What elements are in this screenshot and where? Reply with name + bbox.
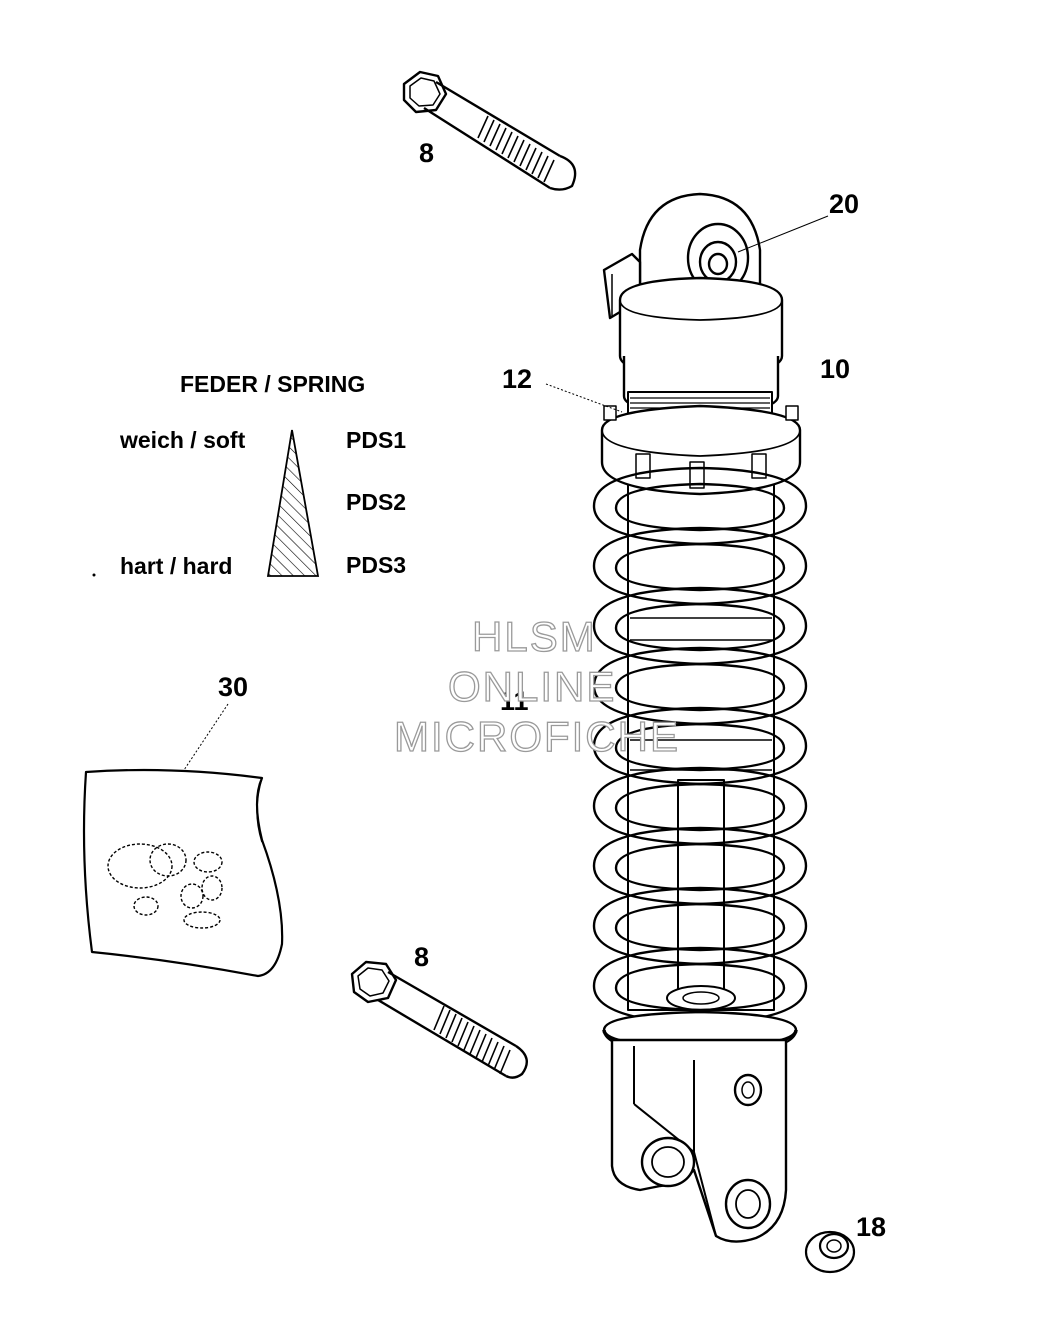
legend-title: FEDER / SPRING (180, 371, 366, 397)
spring-hardness-wedge (266, 429, 320, 577)
watermark-line-2: ONLINE (447, 663, 617, 710)
legend-grade-2: PDS2 (346, 489, 407, 515)
legend-grade-3: PDS3 (346, 552, 407, 578)
legend-hard-label: hart / hard (120, 553, 233, 579)
legend-soft-label: weich / soft (120, 427, 246, 453)
callout-bushing: 20 (829, 189, 860, 219)
callout-bolt-bottom: 8 (414, 942, 430, 972)
callout-adjuster-ring: 12 (502, 364, 533, 394)
sticker-part (82, 768, 284, 978)
callout-sticker: 30 (218, 672, 249, 702)
callout-bolt-top: 8 (419, 138, 435, 168)
bolt-top-part (402, 70, 577, 191)
shock-absorber-part (592, 192, 808, 1243)
bolt-bottom-part (350, 960, 528, 1079)
speck-mark (92, 573, 96, 577)
watermark-line-1: HLSM (471, 613, 597, 660)
callout-spring: 11 (500, 686, 529, 716)
legend-grade-1: PDS1 (346, 427, 407, 453)
callout-cap: 18 (856, 1212, 887, 1242)
leader-lines (183, 215, 829, 771)
watermark-line-3: MICROFICHE (393, 713, 680, 760)
callout-shock-absorber: 10 (820, 354, 851, 384)
cap-part (804, 1230, 856, 1274)
